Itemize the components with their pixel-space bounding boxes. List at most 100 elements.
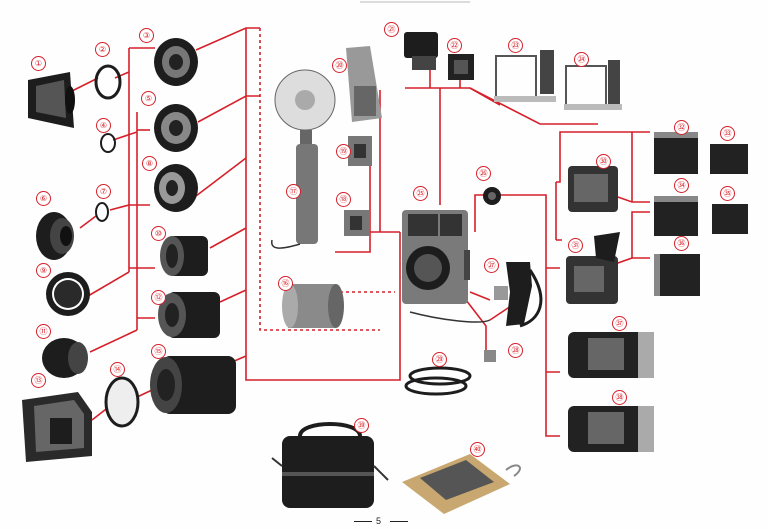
callout-26: ㉖ bbox=[476, 166, 491, 181]
callout-8: ⑧ bbox=[142, 156, 157, 171]
item-eyepiece bbox=[483, 187, 501, 205]
callout-10: ⑩ bbox=[151, 226, 166, 241]
callout-14: ⑭ bbox=[110, 362, 125, 377]
callout-40: ㊵ bbox=[470, 442, 485, 457]
wire-filter2 bbox=[114, 71, 130, 79]
item-flash-grip bbox=[346, 46, 382, 122]
page-number: 5 bbox=[376, 516, 382, 526]
item-holder-1 bbox=[654, 132, 698, 174]
wire-finder-top bbox=[405, 87, 598, 125]
item-lens-hood-ring bbox=[46, 272, 90, 316]
callout-20: ⑳ bbox=[332, 58, 347, 73]
callout-18: ⑱ bbox=[336, 192, 351, 207]
item-roll-back-1 bbox=[568, 332, 654, 378]
item-film-back bbox=[568, 166, 618, 212]
wire-lens3-main bbox=[195, 27, 260, 51]
callout-13: ⑬ bbox=[31, 373, 46, 388]
callout-19: ⑲ bbox=[336, 144, 351, 159]
callout-15: ⑮ bbox=[151, 344, 166, 359]
wire-trunk bbox=[245, 28, 401, 381]
wire-finder-23 bbox=[469, 87, 501, 106]
item-lens-hood-small bbox=[28, 72, 75, 128]
item-filter-large bbox=[104, 376, 140, 428]
callout-9: ⑨ bbox=[36, 263, 51, 278]
item-roll-back-2 bbox=[568, 406, 654, 452]
item-lens-medium bbox=[160, 236, 208, 276]
wire-cable bbox=[465, 299, 487, 360]
callout-5: ⑤ bbox=[141, 91, 156, 106]
item-holder-2 bbox=[710, 144, 748, 174]
item-filter-ring bbox=[94, 64, 122, 100]
callout-28: ㉘ bbox=[508, 343, 523, 358]
item-flash-unit bbox=[271, 69, 336, 249]
callout-37: ㊲ bbox=[612, 316, 627, 331]
callout-1: ① bbox=[31, 56, 46, 71]
callout-23: ㉓ bbox=[508, 38, 523, 53]
callout-36: ㊱ bbox=[674, 236, 689, 251]
item-lens-compact bbox=[154, 164, 198, 212]
connector-lines bbox=[69, 27, 650, 437]
item-standard-lens bbox=[154, 104, 198, 152]
item-developing-tray bbox=[402, 454, 521, 514]
callout-32: ㉜ bbox=[674, 120, 689, 135]
page-dash-left bbox=[354, 521, 372, 522]
callout-3: ③ bbox=[139, 28, 154, 43]
callout-22: ㉒ bbox=[447, 38, 462, 53]
item-filter-ring-tiny bbox=[95, 202, 109, 222]
page-dash-right bbox=[390, 521, 408, 522]
item-carry-case bbox=[271, 422, 389, 508]
wire-lens8-main bbox=[195, 157, 247, 197]
wire-lens12-main bbox=[219, 289, 247, 303]
item-wide-lens bbox=[154, 38, 198, 86]
item-lens-long bbox=[150, 356, 236, 414]
callout-30: ㉚ bbox=[596, 154, 611, 169]
item-extension-tube bbox=[282, 284, 344, 328]
wire-lens5-main bbox=[197, 95, 260, 123]
callout-35: ㉟ bbox=[720, 186, 735, 201]
callout-4: ④ bbox=[96, 118, 111, 133]
callout-38: ㊳ bbox=[612, 390, 627, 405]
item-pistol-grip bbox=[494, 262, 543, 328]
item-filter-ring-small bbox=[100, 133, 116, 153]
callout-34: ㉞ bbox=[674, 178, 689, 193]
item-lens-tele bbox=[158, 292, 220, 338]
wire-hood1 bbox=[69, 77, 99, 93]
item-holder-3 bbox=[654, 196, 698, 236]
item-flash-mount bbox=[348, 136, 372, 166]
callout-21: ㉑ bbox=[384, 22, 399, 37]
wire-trunk-dashed bbox=[259, 28, 380, 331]
item-lens-hood-box bbox=[22, 392, 92, 462]
callout-29: ㉙ bbox=[432, 352, 447, 367]
item-film-back-finder bbox=[566, 232, 620, 304]
wire-filter4 bbox=[112, 131, 138, 141]
callout-6: ⑥ bbox=[36, 191, 51, 206]
callout-27: ㉗ bbox=[484, 258, 499, 273]
item-lens-hood-round bbox=[36, 212, 74, 260]
item-camera-body bbox=[402, 210, 470, 304]
wire-hood6 bbox=[79, 204, 130, 229]
callout-31: ㉛ bbox=[568, 238, 583, 253]
item-frame-finder bbox=[494, 50, 556, 102]
item-holder-4 bbox=[712, 204, 748, 234]
callout-7: ⑦ bbox=[96, 184, 111, 199]
item-shutter-adapter bbox=[404, 366, 472, 396]
item-frame-finder-alt bbox=[564, 60, 622, 110]
callout-17: ⑰ bbox=[286, 184, 301, 199]
callout-16: ⑯ bbox=[278, 276, 293, 291]
callout-24: ㉔ bbox=[574, 52, 589, 67]
callout-39: ㊴ bbox=[354, 418, 369, 433]
callout-12: ⑫ bbox=[151, 290, 166, 305]
item-lens-hood-tube bbox=[42, 338, 88, 378]
callout-11: ⑪ bbox=[36, 324, 51, 339]
item-flash-bracket bbox=[344, 210, 370, 236]
wire-hood9 bbox=[87, 271, 130, 297]
item-holder-5 bbox=[654, 254, 700, 296]
wire-backs-branches bbox=[546, 267, 560, 373]
wire-backs-trunk bbox=[474, 194, 560, 437]
callout-25: ㉕ bbox=[413, 186, 428, 201]
item-cable-release bbox=[409, 311, 496, 362]
wire-hood11 bbox=[89, 329, 138, 353]
callout-2: ② bbox=[95, 42, 110, 57]
